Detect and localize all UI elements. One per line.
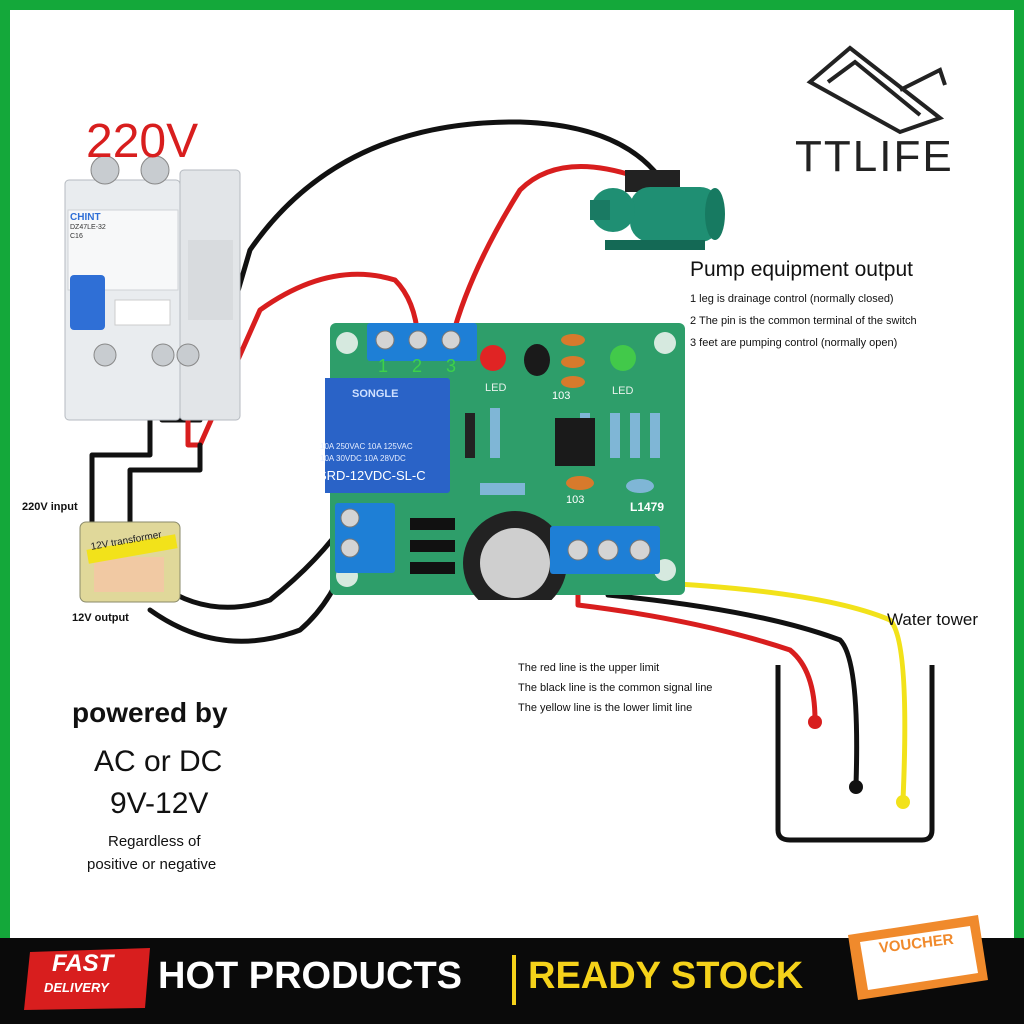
banner-divider: [512, 955, 516, 1005]
pump-note-3: 3 feet are pumping control (normally ope…: [690, 337, 898, 349]
delivery-label: DELIVERY: [44, 980, 109, 995]
terminal-number-3: 3: [446, 356, 457, 376]
relay-model: SRD-12VDC-SL-C: [318, 468, 426, 483]
black-wire-breaker-to-pump: [159, 119, 663, 423]
transformer-input-label: 220V input: [22, 501, 78, 513]
pot-bottom-label: 103: [566, 494, 585, 506]
wire-12v-output-1: [157, 515, 351, 610]
circuit-breaker: [64, 155, 241, 421]
chip-label: L1479: [630, 500, 665, 514]
water-line-yellow: The yellow line is the lower limit line: [518, 702, 693, 714]
water-tower-title: Water tower: [887, 610, 979, 629]
transformer-output-label: 12V output: [72, 612, 129, 624]
black-probe-wire: [605, 569, 860, 788]
terminal-number-1: 1: [378, 356, 389, 376]
breaker-maker: CHINT: [70, 212, 101, 223]
red-probe-tip: [808, 715, 822, 729]
red-wire-breaker-to-terminal-2: [185, 271, 421, 448]
ready-stock-label: READY STOCK: [528, 955, 804, 997]
relay-spec-2: 10A 30VDC 10A 28VDC: [320, 454, 406, 463]
hot-products-label: HOT PRODUCTS: [158, 955, 462, 997]
transformer-icon: [79, 521, 181, 603]
black-wire-transformer-input: [89, 417, 153, 543]
water-line-red: The red line is the upper limit: [518, 662, 660, 674]
brand-name: TTLIFE: [795, 132, 954, 181]
pump-note-1: 1 leg is drainage control (normally clos…: [690, 293, 894, 305]
red-wire-transformer-input: [127, 442, 203, 543]
breaker-model: DZ47LE-32: [70, 224, 106, 231]
red-wire-terminal-3-to-pump: [449, 163, 643, 341]
red-probe-wire: [575, 569, 818, 723]
fast-label: FAST: [52, 950, 114, 977]
terminal-number-2: 2: [412, 356, 423, 376]
water-line-black: The black line is the common signal line: [518, 682, 713, 694]
power-type: AC or DC: [94, 745, 223, 778]
power-range: 9V-12V: [110, 787, 209, 820]
pot-top-label: 103: [552, 390, 571, 402]
voltage-220v-label: 220V: [86, 115, 199, 168]
ttlife-logo-icon: [806, 45, 947, 135]
water-tower-tank: [775, 665, 935, 843]
led-label-left: LED: [485, 382, 507, 394]
relay-control-board: [325, 323, 685, 600]
yellow-probe-tip: [896, 795, 910, 809]
power-note-1: Regardless of: [108, 833, 201, 850]
pump-heading: Pump equipment output: [690, 258, 913, 281]
power-heading: powered by: [72, 697, 228, 728]
pump-note-2: 2 The pin is the common terminal of the …: [690, 315, 917, 327]
yellow-probe-wire: [637, 569, 908, 803]
led-label-right: LED: [612, 385, 634, 397]
voucher-ticket: [848, 915, 988, 1000]
breaker-rating: C16: [70, 233, 83, 240]
relay-brand: SONGLE: [352, 388, 399, 400]
relay-spec-1: 10A 250VAC 10A 125VAC: [320, 442, 413, 451]
fast-delivery-badge: [24, 948, 150, 1010]
black-probe-tip: [849, 780, 863, 794]
water-pump-icon: [590, 170, 725, 250]
power-note-2: positive or negative: [87, 856, 217, 873]
